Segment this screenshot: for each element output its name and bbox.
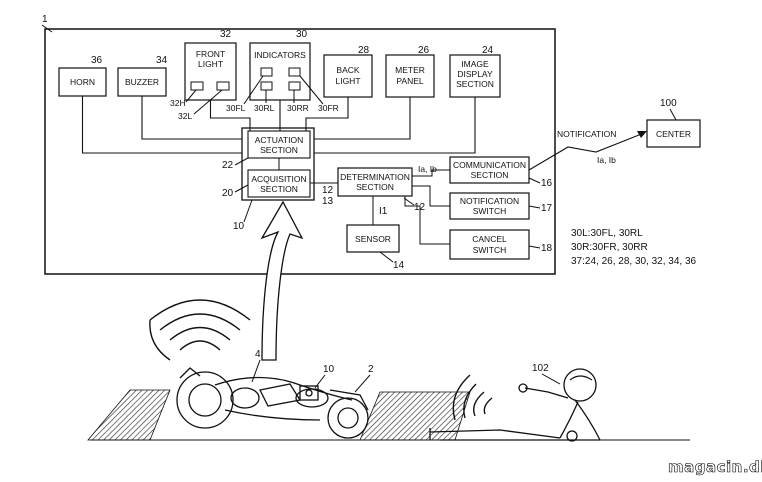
- svg-text:30FL: 30FL: [226, 103, 246, 113]
- meter-panel-block: METER PANEL 26: [385, 45, 435, 98]
- image-display-ref: 24: [482, 45, 494, 56]
- svg-text:37:24, 26, 28, 30, 32, 34, 36: 37:24, 26, 28, 30, 32, 34, 36: [571, 256, 697, 267]
- acquisition-ref: 20: [222, 188, 234, 199]
- front-light-block: FRONT LIGHT 32 32H 32L: [170, 29, 237, 121]
- front-light-ref: 32: [220, 29, 232, 40]
- rider-ref: 102: [532, 363, 549, 374]
- indicators-block: INDICATORS 30 30FL 30RL 30RR 30FR: [226, 29, 339, 113]
- svg-text:30FR: 30FR: [318, 103, 339, 113]
- controller-block: ACTUATION SECTION ACQUISITION SECTION 22…: [222, 127, 334, 232]
- system-ref: 1: [42, 14, 48, 25]
- buzzer-block: BUZZER 34: [117, 55, 168, 97]
- watermark: magacin.dk: [668, 458, 762, 476]
- svg-text:BUZZER: BUZZER: [125, 77, 159, 87]
- svg-text:PANEL: PANEL: [396, 76, 424, 86]
- data-flow-arrow: [260, 200, 304, 361]
- controller-ref: 10: [233, 221, 245, 232]
- svg-text:CANCEL: CANCEL: [472, 234, 507, 244]
- system-frame: 1: [41, 14, 556, 275]
- to-center-signal: Ia, Ib: [597, 155, 616, 165]
- svg-text:SECTION: SECTION: [456, 79, 494, 89]
- svg-text:30L:30FL, 30RL: 30L:30FL, 30RL: [571, 228, 643, 239]
- communication-block: COMMUNICATION SECTION 16 Ia, Ib: [412, 156, 553, 189]
- svg-text:IMAGE: IMAGE: [461, 59, 489, 69]
- svg-text:COMMUNICATION: COMMUNICATION: [453, 160, 526, 170]
- image-display-block: IMAGE DISPLAY SECTION 24: [449, 45, 501, 98]
- svg-text:DISPLAY: DISPLAY: [457, 69, 493, 79]
- actuation-label: ACTUATION: [255, 135, 303, 145]
- device-wiring: [81, 96, 476, 154]
- svg-text:DETERMINATION: DETERMINATION: [340, 172, 410, 182]
- horn-ref: 36: [91, 55, 103, 66]
- legend: 30L:30FL, 30RL 30R:30FR, 30RR 37:24, 26,…: [571, 228, 697, 267]
- center-block: CENTER 100: [646, 98, 701, 148]
- svg-text:HORN: HORN: [70, 77, 95, 87]
- svg-text:SECTION: SECTION: [471, 170, 509, 180]
- notification-switch-ref: 17: [541, 203, 553, 214]
- motorcycle-icon: [176, 367, 369, 439]
- svg-text:METER: METER: [395, 65, 425, 75]
- svg-text:12: 12: [322, 185, 334, 196]
- svg-text:LIGHT: LIGHT: [198, 59, 223, 69]
- svg-text:SECTION: SECTION: [260, 184, 298, 194]
- svg-text:INDICATORS: INDICATORS: [254, 50, 306, 60]
- svg-text:LIGHT: LIGHT: [335, 76, 360, 86]
- meter-panel-ref: 26: [418, 45, 430, 56]
- cancel-switch-ref: 18: [541, 243, 553, 254]
- svg-text:30RR: 30RR: [287, 103, 309, 113]
- svg-text:SENSOR: SENSOR: [355, 234, 391, 244]
- svg-text:CENTER: CENTER: [656, 129, 691, 139]
- svg-text:SECTION: SECTION: [356, 182, 394, 192]
- cancel-switch-block: CANCEL SWITCH 18: [404, 196, 553, 260]
- sensor-ref: 14: [393, 260, 405, 271]
- svg-text:SWITCH: SWITCH: [473, 245, 507, 255]
- svg-text:SECTION: SECTION: [260, 145, 298, 155]
- center-ref: 100: [660, 98, 677, 109]
- det-to-comm-signal: Ia, Ib: [418, 164, 437, 174]
- notification-label: NOTIFICATION: [557, 129, 616, 139]
- svg-text:30RL: 30RL: [254, 103, 275, 113]
- svg-text:BACK: BACK: [336, 65, 359, 75]
- svg-text:32H: 32H: [170, 98, 186, 108]
- ground-hatch: [87, 389, 690, 441]
- indicators-ref: 30: [296, 29, 308, 40]
- alarm-waves-right: [452, 374, 493, 421]
- svg-text:30R:30FR, 30RR: 30R:30FR, 30RR: [571, 242, 648, 253]
- actuation-ref: 22: [222, 160, 234, 171]
- scene-refs: 4 10 2 102: [251, 349, 561, 393]
- notification-switch-block: NOTIFICATION SWITCH 17: [412, 185, 553, 220]
- sensor-block: SENSOR I1 14: [346, 196, 405, 271]
- notification-link: NOTIFICATION Ia, Ib: [528, 129, 647, 171]
- buzzer-ref: 34: [156, 55, 168, 66]
- device-ref: 10: [323, 364, 335, 375]
- back-light-block: BACK LIGHT 28: [323, 45, 373, 98]
- sensor-signal: I1: [379, 206, 388, 217]
- rider-icon: [429, 368, 601, 442]
- svg-text:FRONT: FRONT: [196, 49, 225, 59]
- communication-ref: 16: [541, 178, 553, 189]
- svg-text:NOTIFICATION: NOTIFICATION: [460, 196, 519, 206]
- horn-block: HORN 36: [58, 55, 107, 97]
- acquisition-label: ACQUISITION: [251, 174, 306, 184]
- motorcycle-ref: 4: [255, 349, 261, 360]
- alarm-waves-left: [149, 299, 251, 361]
- ground-ref: 2: [368, 364, 374, 375]
- svg-text:SWITCH: SWITCH: [473, 206, 507, 216]
- svg-text:32L: 32L: [178, 111, 192, 121]
- back-light-ref: 28: [358, 45, 370, 56]
- svg-text:13: 13: [322, 196, 334, 207]
